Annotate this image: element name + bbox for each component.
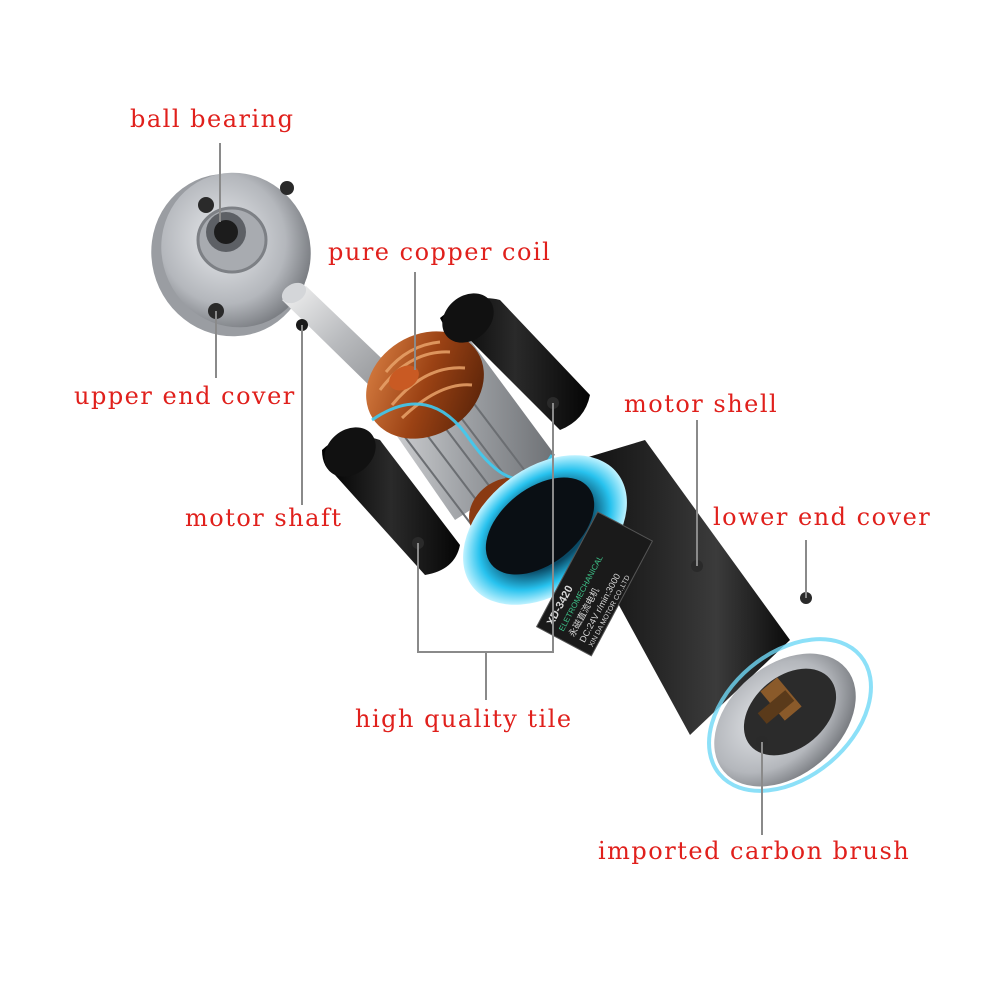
mount-hole <box>280 181 294 195</box>
mount-hole <box>198 197 214 213</box>
label-pure-copper-coil: pure copper coil <box>328 238 552 266</box>
ball-bearing-core <box>214 220 238 244</box>
lower-end-cover <box>707 592 873 793</box>
label-lower-end-cover: lower end cover <box>713 503 932 531</box>
copper-coil <box>366 331 484 439</box>
label-motor-shaft: motor shaft <box>185 504 343 532</box>
label-imported-carbon-brush: imported carbon brush <box>598 837 911 865</box>
lower-glow-ring <box>707 637 873 793</box>
label-ball-bearing: ball bearing <box>130 105 295 133</box>
motor-shell: XD-3420 ELETROMECHANICAL 永磁直流电机 DC:24V r… <box>463 440 790 735</box>
leader-lines <box>215 143 807 835</box>
label-motor-shell: motor shell <box>624 390 779 418</box>
label-upper-end-cover: upper end cover <box>74 382 296 410</box>
label-high-quality-tile: high quality tile <box>355 705 573 733</box>
upper-end-cover <box>151 172 311 337</box>
